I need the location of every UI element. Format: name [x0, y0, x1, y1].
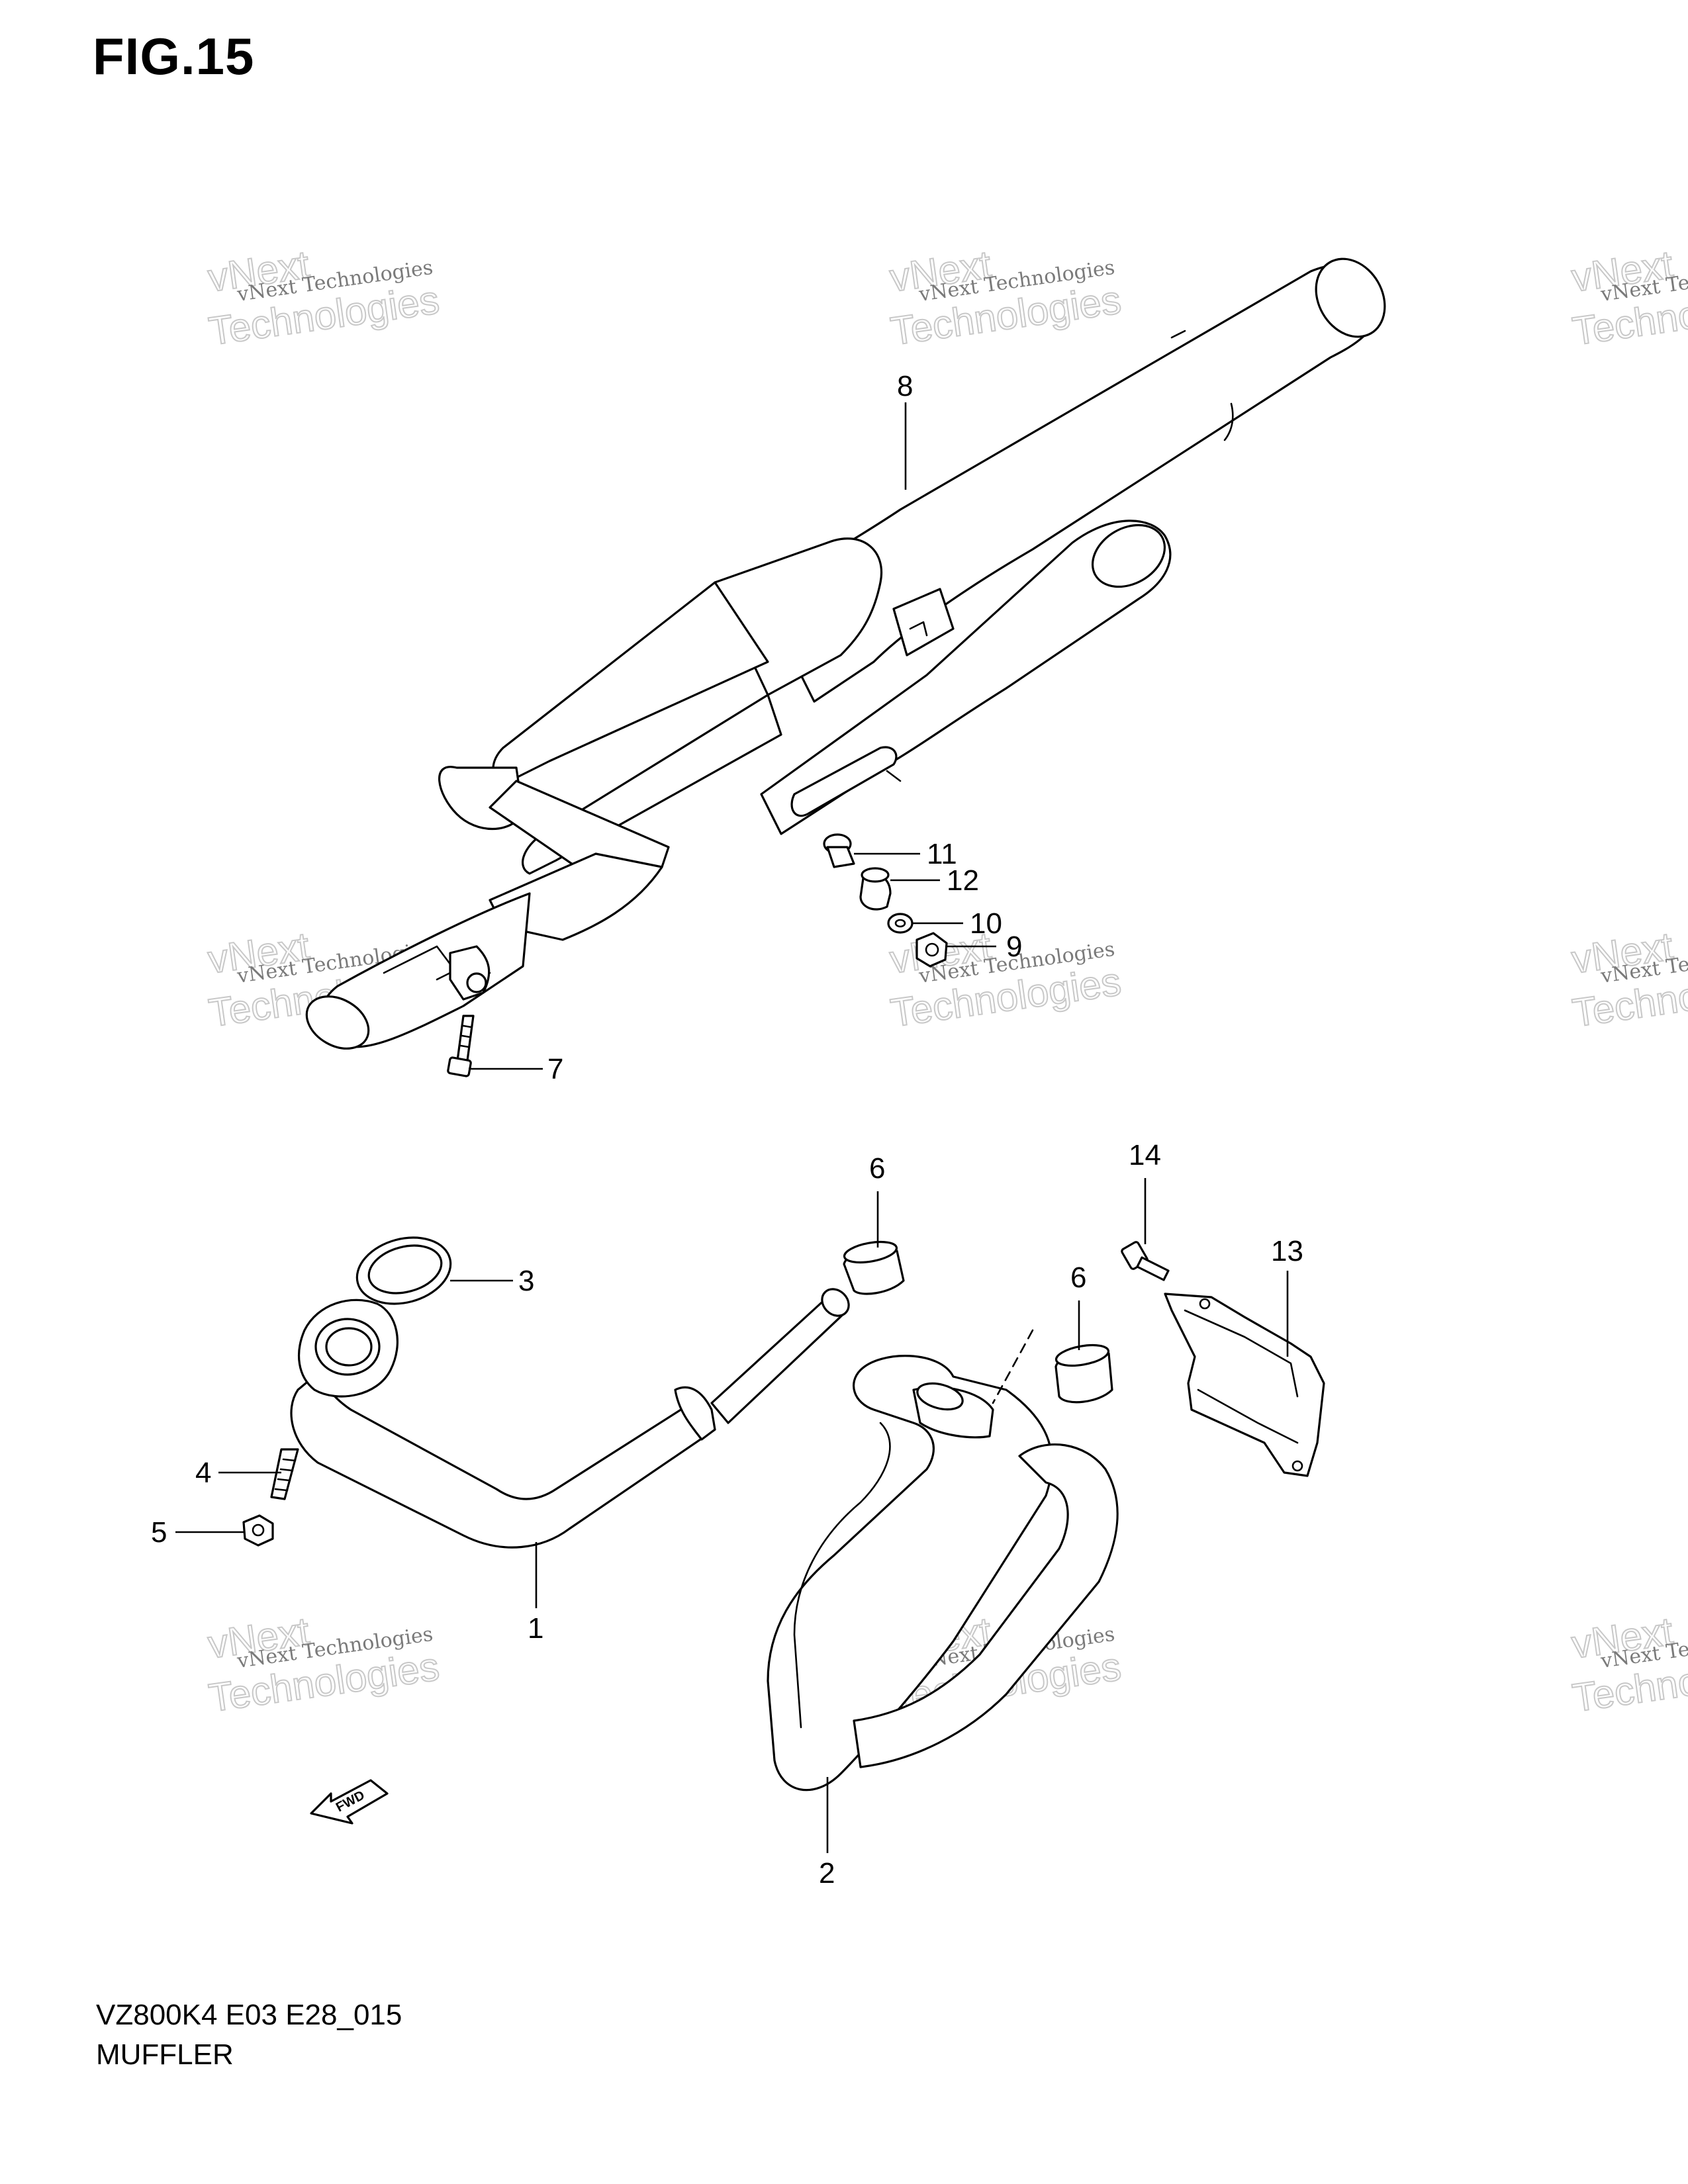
- callout-3: 3: [518, 1265, 534, 1297]
- part-6-bushing-upper: [843, 1240, 905, 1295]
- muffler-assembly: [305, 257, 1386, 1077]
- part-2-pipe-inner: [793, 1422, 891, 1729]
- figure-title: FIG.15: [93, 27, 255, 85]
- part-4-stud: [270, 1448, 299, 1500]
- callout-4: 4: [195, 1457, 211, 1489]
- part-1-pipe-tail: [710, 1293, 849, 1424]
- callout-numbers: 8 11 12 10 9 7 3 6 6 14 13 4 5 1 2: [151, 370, 1303, 1889]
- leader-lines: [175, 402, 1289, 1853]
- part-13-heat-shield: [1164, 1293, 1325, 1477]
- part-2-pipe-crossover: [853, 1443, 1119, 1768]
- watermark: vNext vNext Technologies Technologies: [205, 1608, 442, 1721]
- clamp-bolt-head: [466, 972, 487, 993]
- watermark: vNext vNext Technologies Technologies: [205, 242, 442, 354]
- front-tube-opening: [305, 995, 370, 1050]
- dashed-guide-line: [992, 1329, 1034, 1404]
- part-10-washer: [887, 913, 914, 934]
- watermark: vNext vNext Technologies Technologies: [1568, 923, 1688, 1036]
- callout-5: 5: [151, 1516, 167, 1549]
- part-11-bolt: [823, 833, 855, 868]
- callout-12: 12: [947, 864, 979, 897]
- lower-muffler-body: [760, 520, 1172, 835]
- bracket-stud: [886, 770, 902, 782]
- part-9-nut: [915, 932, 948, 968]
- muffler-seam-line: [1170, 330, 1186, 339]
- exhaust-pipe-rear-group: [767, 1241, 1325, 1792]
- part-7-bolt: [447, 1015, 475, 1077]
- callout-8: 8: [897, 370, 913, 402]
- muffler-seam-line: [1223, 402, 1234, 441]
- section-name: MUFFLER: [96, 2038, 234, 2068]
- lower-muffler-end: [1091, 523, 1166, 588]
- part-1-flange: [297, 1298, 399, 1398]
- joint-clamp-opening: [916, 1382, 964, 1411]
- fwd-arrow-shape: [310, 1779, 389, 1825]
- bracket-detail: [909, 621, 928, 637]
- callout-10: 10: [970, 907, 1002, 940]
- callout-7: 7: [547, 1053, 563, 1085]
- watermark: vNext vNext Technologies Technologies: [1568, 1608, 1688, 1721]
- part-1-pipe-sleeve: [674, 1386, 716, 1441]
- fwd-direction-indicator: FWD: [310, 1779, 389, 1825]
- callout-14: 14: [1129, 1139, 1161, 1171]
- part-3-gasket: [355, 1236, 452, 1305]
- exhaust-pipe-front-group: [242, 1236, 905, 1549]
- callout-6b: 6: [1070, 1261, 1086, 1294]
- callout-6a: 6: [869, 1152, 885, 1185]
- callout-11: 11: [927, 838, 957, 870]
- callout-2: 2: [819, 1857, 835, 1889]
- model-code: VZ800K4 E03 E28_015: [96, 1999, 402, 2031]
- part-1-exhaust-pipe: [290, 1372, 716, 1549]
- part-14-bolt: [1121, 1241, 1170, 1281]
- upper-muffler-end: [1315, 257, 1386, 338]
- callout-9: 9: [1006, 931, 1022, 963]
- part-5-nut: [242, 1514, 274, 1547]
- pipe-tail-end: [821, 1288, 850, 1317]
- callout-13: 13: [1271, 1235, 1303, 1267]
- part-12-grommet: [859, 867, 892, 911]
- part-6-bushing-lower: [1055, 1343, 1113, 1404]
- washer-hole: [894, 919, 906, 928]
- muffler-side-bracket: [790, 746, 898, 817]
- watermark: vNext vNext Technologies Technologies: [1568, 242, 1688, 354]
- watermark: vNext vNext Technologies Technologies: [886, 242, 1124, 354]
- callout-1: 1: [528, 1612, 543, 1645]
